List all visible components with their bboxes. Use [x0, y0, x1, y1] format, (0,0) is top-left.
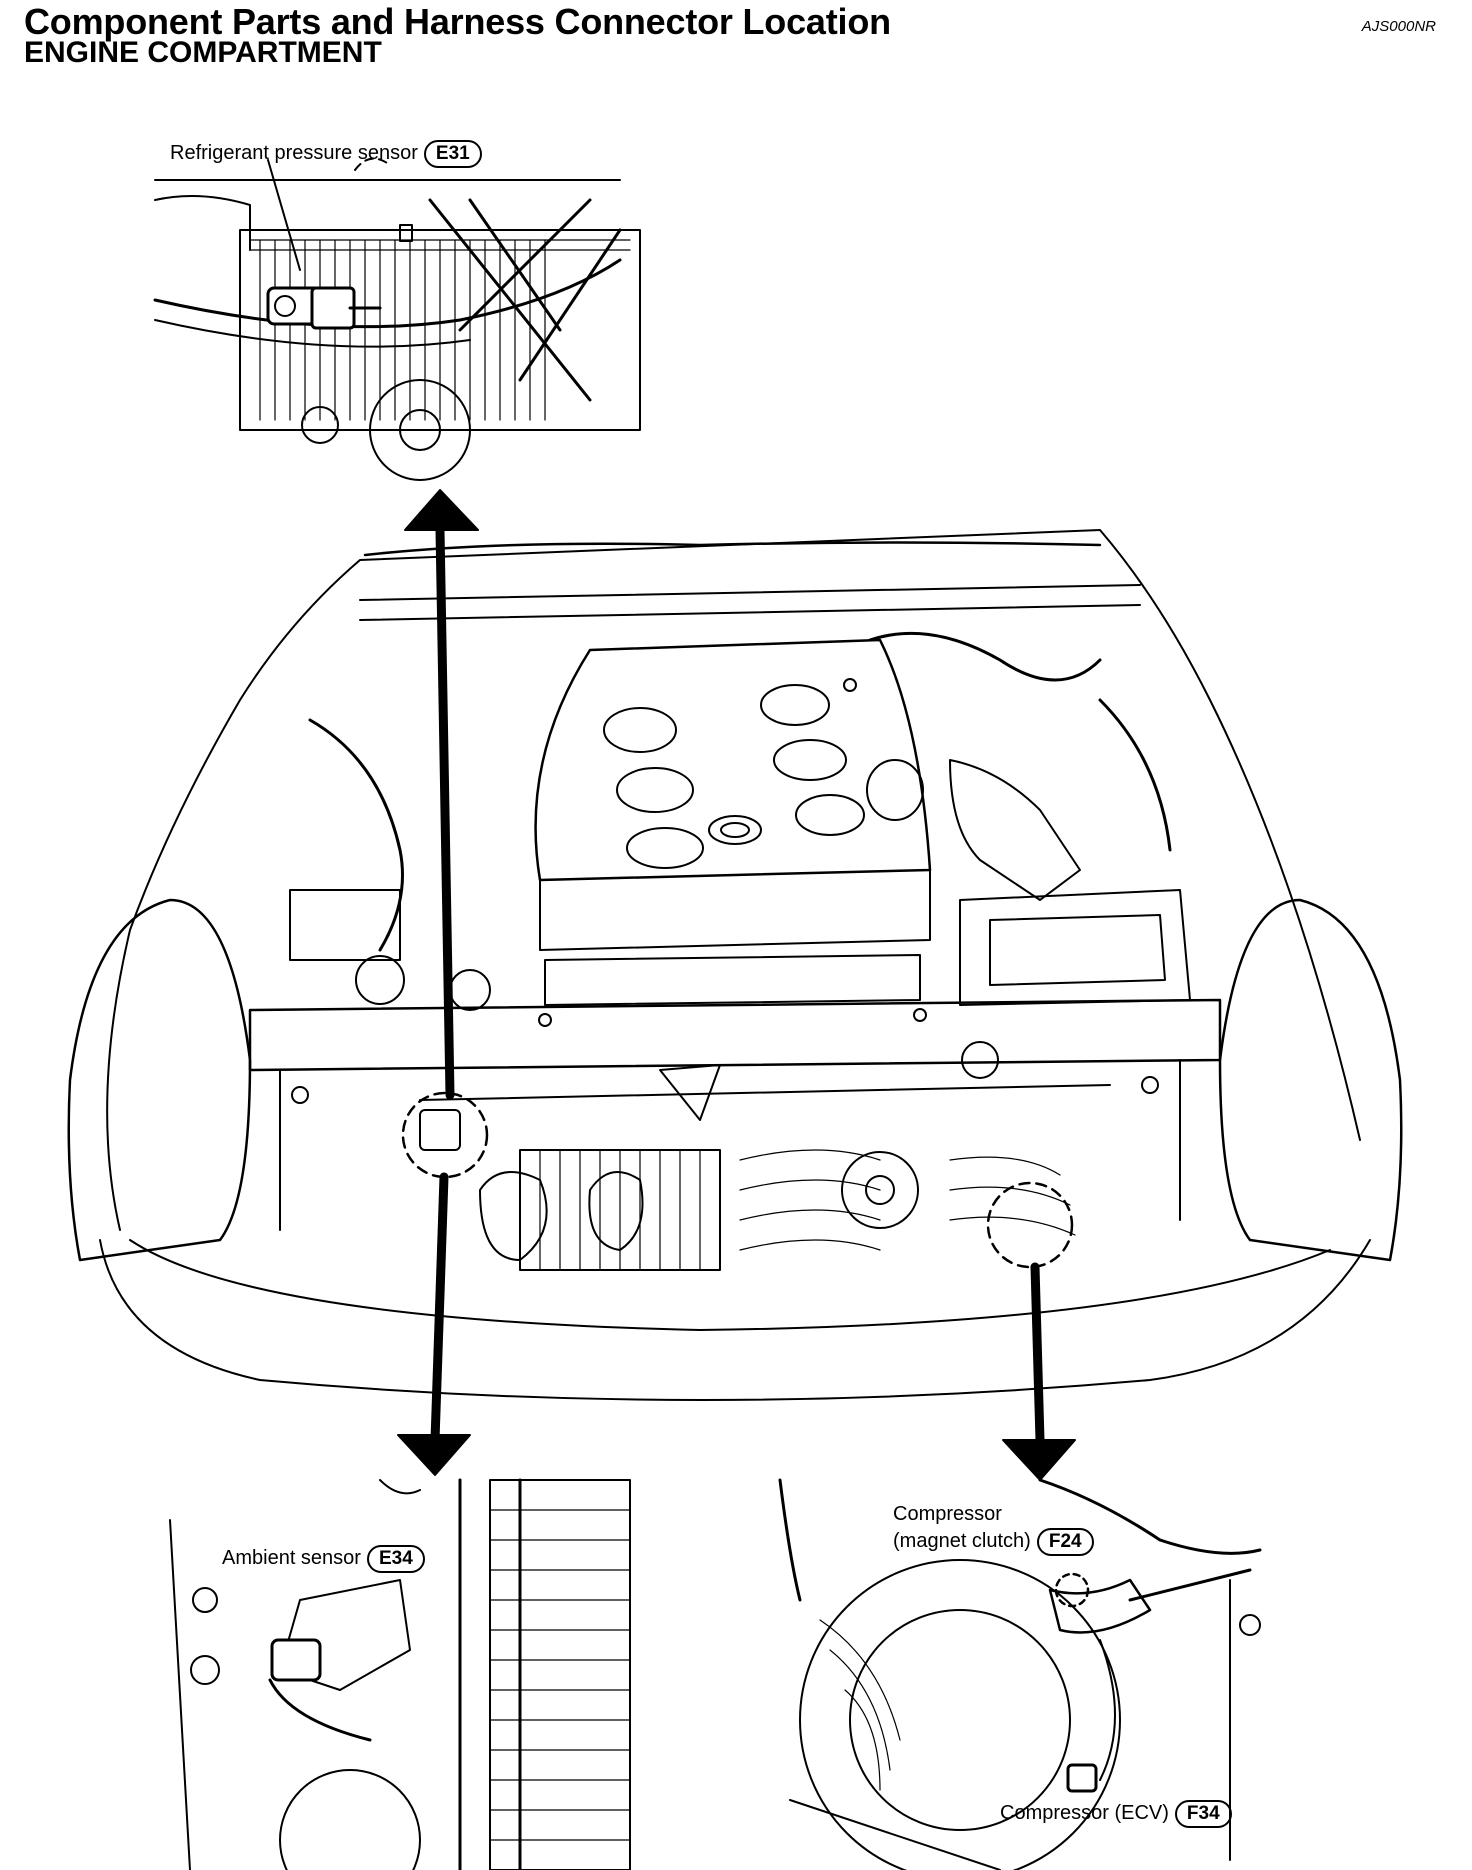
connector-code-e31: E31 [423, 140, 482, 168]
compressor-ecv-label: Compressor (ECV) [1000, 1802, 1169, 1824]
page-subtitle: ENGINE COMPARTMENT [24, 36, 382, 69]
main-engine-view [67, 529, 1403, 1401]
callout-compressor-ecv: Compressor (ECV)F34 [1000, 1800, 1232, 1828]
document-id: AJS000NR [1361, 18, 1436, 35]
callout-compressor-clutch: (magnet clutch)F24 [893, 1528, 1094, 1556]
compressor-clutch-label: (magnet clutch) [893, 1530, 1031, 1552]
callout-compressor-clutch-line1: Compressor [893, 1503, 1002, 1525]
inset-refrigerant-sensor [153, 157, 641, 481]
callout-arrows [397, 489, 1076, 1481]
inset-compressor [778, 1478, 1262, 1870]
refrigerant-sensor-label: Refrigerant pressure sensor [170, 142, 418, 164]
connector-code-f24: F24 [1036, 1528, 1094, 1556]
connector-code-f34: F34 [1174, 1800, 1232, 1828]
inset-ambient-sensor [169, 1478, 631, 1870]
ambient-sensor-label: Ambient sensor [222, 1547, 361, 1569]
connector-code-e34: E34 [366, 1545, 425, 1573]
page-title: Component Parts and Harness Connector Lo… [24, 1, 891, 42]
